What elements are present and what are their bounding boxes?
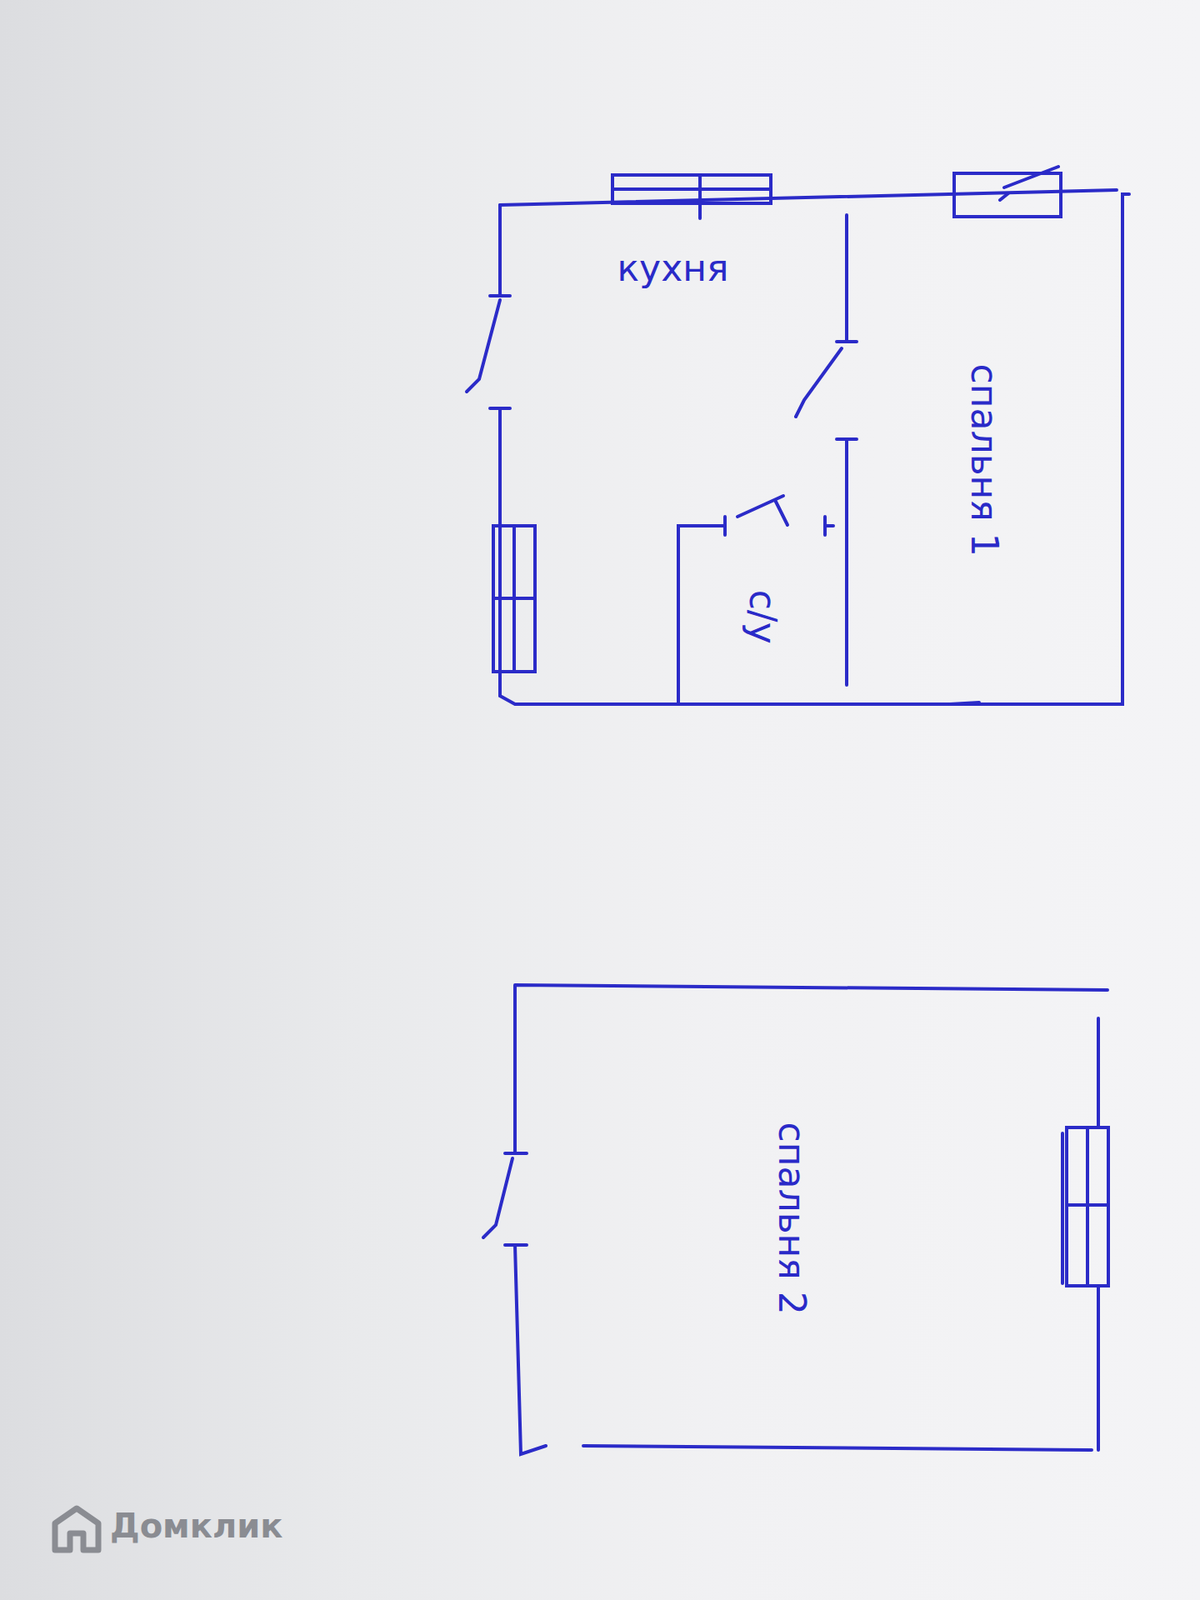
room-label: кухня [617,248,730,289]
room-bathroom: с/у [681,533,844,700]
wall [515,985,1108,1455]
window [612,175,771,219]
room-label: спальня 1 [964,364,1005,557]
room-label: спальня 2 [771,1121,812,1315]
wall [500,190,1117,205]
wall [950,702,980,705]
door [483,1153,527,1245]
wall [678,525,834,705]
room-bedroom: спальня 1 [850,220,1119,700]
logo-icon [55,1508,99,1550]
window [493,525,535,672]
room-bedroom: спальня 2 [520,993,1063,1444]
watermark: Домклик [110,1506,283,1545]
window [493,525,535,672]
window [1000,166,1059,200]
door [795,341,857,440]
door [725,495,825,535]
window [1062,1127,1109,1286]
room-kitchen: кухняс/у [504,208,842,525]
wall [500,194,1130,705]
wall [845,215,849,685]
room-label: с/у [742,589,783,644]
door [466,295,510,409]
